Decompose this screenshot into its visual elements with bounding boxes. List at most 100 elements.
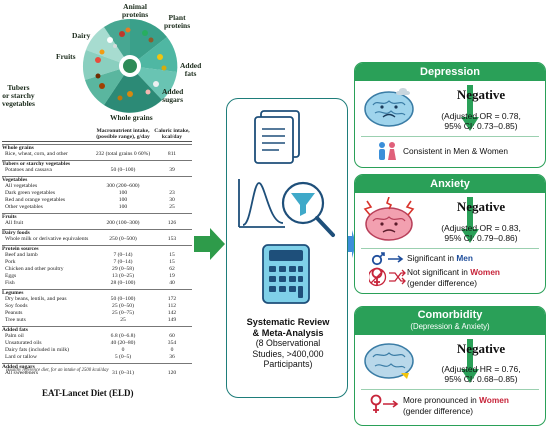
review-detail-line1: (8 Observational bbox=[255, 338, 321, 348]
systematic-review-box: Systematic Review & Meta-Analysis (8 Obs… bbox=[226, 98, 348, 398]
table-cell: Eggs bbox=[5, 273, 17, 279]
depression-note: Consistent in Men & Women bbox=[403, 146, 508, 156]
table-cell: Dry beans, lentils, and peas bbox=[5, 296, 67, 302]
sad-brain-icon bbox=[364, 88, 414, 127]
table-cell: 100 bbox=[118, 190, 128, 196]
review-detail-line2: Studies, >400,000 bbox=[252, 348, 324, 359]
table-group-title: Legumes bbox=[2, 288, 192, 296]
table-cell: Dark green vegetables bbox=[5, 190, 56, 196]
table-cell: All vegetables bbox=[5, 183, 38, 189]
table-cell: 100 bbox=[118, 204, 128, 210]
table-cell: 23 bbox=[169, 190, 175, 196]
pie-slice-added-fats bbox=[130, 37, 178, 72]
table-cell: 25 (0–50) bbox=[112, 303, 134, 309]
table-cell: 172 bbox=[167, 296, 177, 302]
label-plant-proteins: Plant proteins bbox=[164, 13, 191, 30]
table-cell: Chicken and other poultry bbox=[5, 266, 64, 272]
table-cell: 29 (0–58) bbox=[112, 266, 134, 272]
label-whole-grains: Whole grains bbox=[110, 113, 153, 122]
female-shuffle-icon bbox=[369, 267, 406, 287]
pie-slice-fruits bbox=[83, 50, 130, 80]
table-cell: 13 (0–25) bbox=[112, 273, 134, 279]
table-cell: 60 bbox=[169, 333, 175, 339]
table-header: Macronutrient intake, (possible range), … bbox=[2, 128, 192, 142]
table-cell: 112 bbox=[167, 303, 177, 309]
table-cell: Lard or tallow bbox=[5, 354, 37, 360]
anxiety-or: (Adjusted OR = 0.83, bbox=[441, 223, 521, 233]
depression-ci: 95% CI: 0.73–0.85) bbox=[444, 121, 518, 131]
table-cell: Red and orange vegetables bbox=[5, 197, 66, 203]
review-title-line2: & Meta-Analysis bbox=[252, 327, 324, 338]
pie-slice-animal-proteins bbox=[104, 19, 130, 66]
men-women-icon bbox=[379, 142, 396, 160]
anxiety-note-men: Significant in Men bbox=[407, 253, 473, 263]
decrease-arrow-icon bbox=[461, 197, 479, 243]
table-cell: 40 (20–80) bbox=[110, 340, 136, 346]
pie-graphic bbox=[83, 18, 178, 113]
table-cell: 354 bbox=[167, 340, 177, 346]
table-cell: Other vegetables bbox=[5, 204, 43, 210]
table-cell: Unsaturated oils bbox=[5, 340, 42, 346]
anxiety-gender-note: (gender difference) bbox=[407, 278, 477, 288]
table-row: Soy foods 25 (0–50) 112 bbox=[2, 303, 192, 310]
table-cell: 15 bbox=[169, 259, 175, 265]
table-header-cell: Macronutrient intake, (possible range), … bbox=[96, 128, 150, 140]
anxiety-note-men-highlight: Men bbox=[456, 253, 473, 263]
review-icons bbox=[238, 110, 335, 304]
table-cell: Potatoes and cassava bbox=[5, 167, 52, 173]
table-cell: Tree nuts bbox=[5, 317, 26, 323]
table-cell: Soy foods bbox=[5, 303, 28, 309]
table-footnote: Healthy reference diet, for an intake of… bbox=[6, 368, 109, 373]
table-cell: Dairy fats (included in milk) bbox=[5, 347, 70, 353]
table-cell: 126 bbox=[167, 220, 177, 226]
eld-intake-table: Macronutrient intake, (possible range), … bbox=[2, 128, 192, 377]
comorbidity-title: Comorbidity bbox=[417, 309, 483, 321]
table-group-title: Added fats bbox=[2, 325, 192, 333]
label-added-sugars: Added sugars bbox=[162, 87, 184, 104]
anxiety-note-men-text: Significant in bbox=[407, 253, 457, 263]
eld-title: EAT-Lancet Diet (ELD) bbox=[42, 388, 134, 398]
pie-slice-tubers bbox=[85, 66, 130, 105]
depression-effect: Negative bbox=[456, 87, 506, 102]
table-group-title: Vegetables bbox=[2, 175, 192, 183]
comorbidity-hr: (Adjusted HR = 0.76, bbox=[441, 364, 521, 374]
label-dairy: Dairy bbox=[72, 31, 91, 40]
table-cell: 31 (0–31) bbox=[112, 370, 134, 376]
table-cell bbox=[152, 183, 192, 190]
table-cell: 50 (0–100) bbox=[110, 167, 136, 173]
anxiety-effect: Negative bbox=[456, 199, 506, 214]
comorbidity-note-text: More pronounced in bbox=[403, 395, 480, 405]
table-group-title: Fruits bbox=[2, 212, 192, 220]
pie-slice-dairy bbox=[86, 27, 130, 66]
table-cell: 142 bbox=[167, 310, 177, 316]
table-group-title: Added sugars bbox=[2, 362, 192, 370]
arrow-to-review bbox=[194, 228, 225, 260]
anxiety-note-women: Not significant in Women bbox=[407, 267, 500, 277]
table-cell: 25 (0–75) bbox=[112, 310, 134, 316]
table-cell: 30 bbox=[169, 197, 175, 203]
table-row: Red and orange vegetables 100 30 bbox=[2, 197, 192, 204]
review-title-line1: Systematic Review bbox=[246, 317, 330, 327]
table-row: Unsaturated oils 40 (20–80) 354 bbox=[2, 340, 192, 347]
male-arrow-icon bbox=[371, 252, 404, 266]
table-cell: 6.8 (0–6.8) bbox=[110, 333, 136, 339]
anxiety-note-women-highlight: Women bbox=[470, 267, 500, 277]
table-cell: Whole milk or derivative equivalents bbox=[5, 236, 89, 242]
label-added-fats: Added fats bbox=[180, 61, 202, 78]
table-cell: 100 bbox=[118, 197, 128, 203]
table-cell: 15 bbox=[169, 252, 175, 258]
label-animal-proteins: Animal proteins bbox=[122, 2, 149, 19]
decrease-arrow-icon bbox=[461, 85, 479, 131]
table-cell: 811 bbox=[167, 151, 177, 157]
